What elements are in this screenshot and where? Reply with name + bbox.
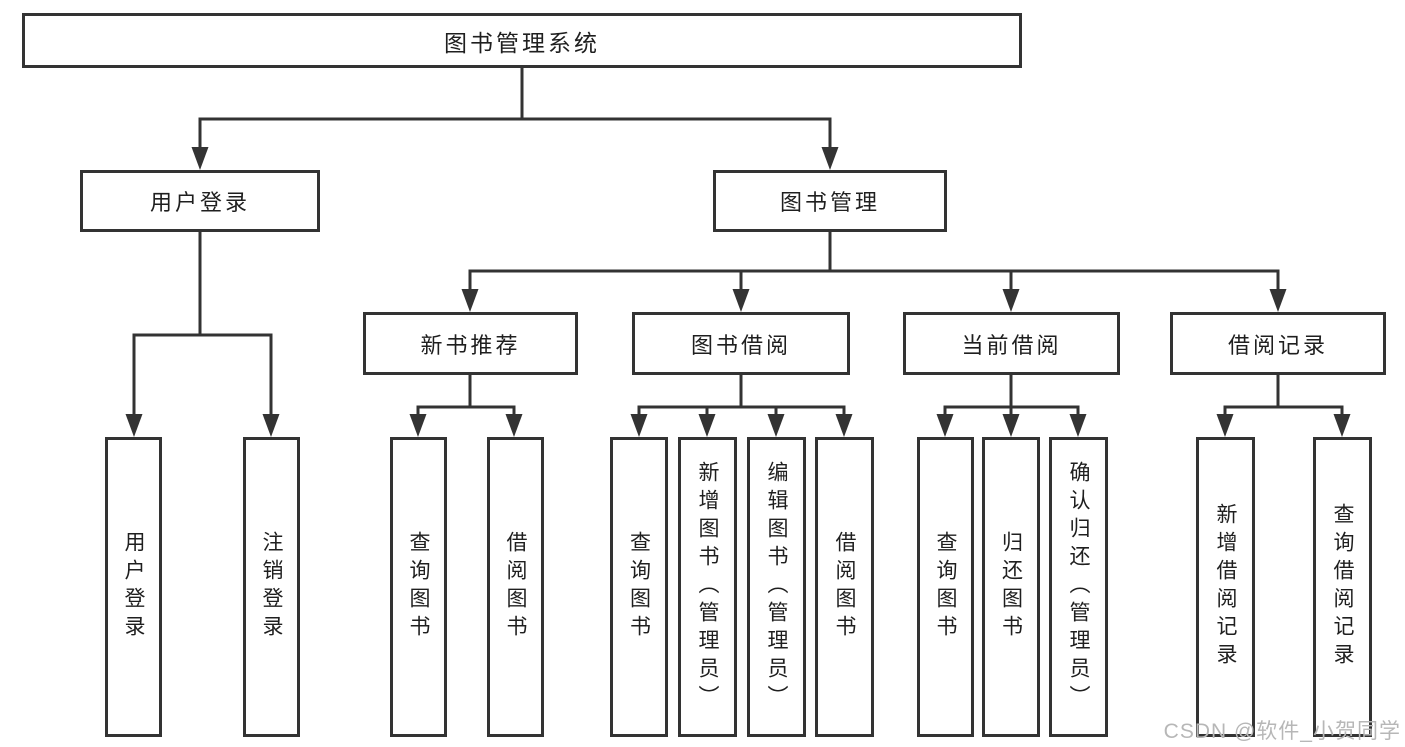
leaf-confirm-return-admin: 确认归还（管理员） [1049,437,1108,737]
leaf-query-books-borrow: 查询图书 [610,437,668,737]
node-new-book-recommendation: 新书推荐 [363,312,578,375]
leaf-label: 查询借阅记录 [1331,503,1354,671]
node-label: 借阅记录 [1227,332,1328,358]
leaf-label: 编辑图书（管理员） [765,461,788,713]
leaf-label: 借阅图书 [833,531,856,643]
leaf-return-books: 归还图书 [982,437,1040,737]
leaf-label: 借阅图书 [504,531,527,643]
leaf-borrow-books-recommend: 借阅图书 [487,437,544,737]
leaf-query-books-current: 查询图书 [917,437,974,737]
leaf-add-book-admin: 新增图书（管理员） [678,437,737,737]
leaf-user-login: 用户登录 [105,437,162,737]
node-book-management: 图书管理 [713,170,947,232]
leaf-label: 用户登录 [122,531,145,643]
leaf-label: 确认归还（管理员） [1067,461,1090,713]
leaf-label: 新增图书（管理员） [696,461,719,713]
node-book-borrowing: 图书借阅 [632,312,850,375]
leaf-query-books-recommend: 查询图书 [390,437,447,737]
leaf-label: 新增借阅记录 [1214,503,1237,671]
leaf-label: 查询图书 [627,531,651,643]
leaf-edit-book-admin: 编辑图书（管理员） [747,437,806,737]
node-label: 当前借阅 [961,332,1062,358]
node-borrowing-records: 借阅记录 [1170,312,1386,375]
leaf-label: 查询图书 [934,531,957,643]
leaf-query-borrow-record: 查询借阅记录 [1313,437,1372,737]
node-library-system: 图书管理系统 [22,13,1022,68]
watermark: CSDN @软件_小贺同学 [1163,720,1401,743]
node-label: 新书推荐 [420,332,521,358]
node-label: 图书借阅 [690,332,791,358]
node-current-borrowing: 当前借阅 [903,312,1120,375]
leaf-logout: 注销登录 [243,437,300,737]
leaf-borrow-books-borrow: 借阅图书 [815,437,874,737]
node-label: 图书管理 [779,190,880,215]
leaf-label: 注销登录 [260,531,283,643]
node-label: 图书管理系统 [444,29,600,56]
leaf-add-borrow-record: 新增借阅记录 [1196,437,1255,737]
leaf-label: 归还图书 [999,531,1023,643]
node-user-login: 用户登录 [80,170,320,232]
leaf-label: 查询图书 [407,531,430,643]
node-label: 用户登录 [149,190,250,215]
